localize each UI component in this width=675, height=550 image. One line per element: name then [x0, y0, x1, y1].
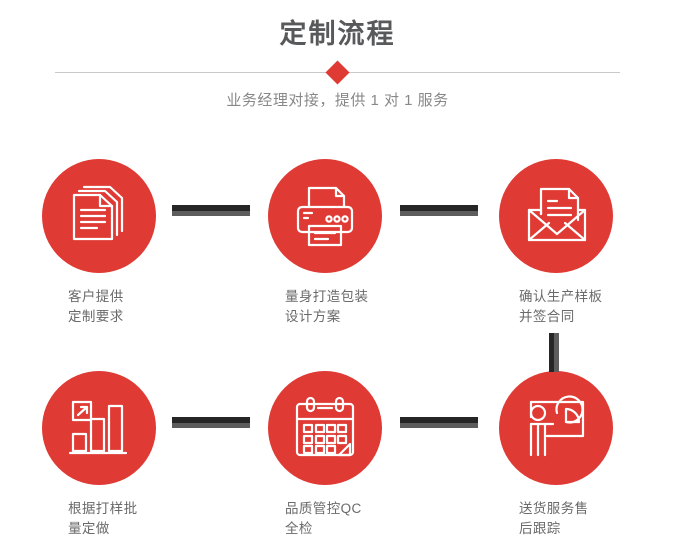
connector-step2-step3 — [400, 205, 478, 216]
step-2-icon-circle — [268, 159, 382, 273]
connector-bar-light — [554, 333, 559, 372]
step-1-label: 客户提供 定制要求 — [68, 289, 124, 324]
process-step-2[interactable]: 量身打造包装 设计方案 — [245, 159, 405, 327]
step-3-icon-circle — [499, 159, 613, 273]
connector-bar-dark — [549, 333, 554, 372]
connector-bar-light — [400, 211, 478, 216]
step-3-label: 确认生产样板 并签合同 — [519, 289, 603, 324]
page-subtitle: 业务经理对接，提供 1 对 1 服务 — [226, 92, 449, 109]
connector-step4-step5 — [172, 417, 250, 428]
connector-bar-light — [400, 423, 478, 428]
connector-step1-step2 — [172, 205, 250, 216]
step-6-icon-circle — [499, 371, 613, 485]
process-step-4[interactable]: 根据打样批 量定做 — [19, 371, 179, 539]
process-step-1[interactable]: 客户提供 定制要求 — [19, 159, 179, 327]
process-step-5[interactable]: 品质管控QC 全检 — [245, 371, 405, 539]
connector-bar-dark — [400, 417, 478, 423]
page-title: 定制流程 — [279, 19, 396, 49]
step-5-label: 品质管控QC 全检 — [285, 501, 362, 536]
connector-bar-light — [172, 211, 250, 216]
connector-bar-dark — [172, 417, 250, 423]
connector-bar-light — [172, 423, 250, 428]
step-6-label: 送货服务售 后跟踪 — [519, 501, 589, 536]
connector-step3-step6 — [549, 333, 559, 372]
process-step-6[interactable]: 送货服务售 后跟踪 — [476, 371, 636, 539]
step-4-icon-circle — [42, 371, 156, 485]
header-divider — [55, 60, 620, 85]
connector-bar-dark — [172, 205, 250, 211]
process-step-3[interactable]: 确认生产样板 并签合同 — [476, 159, 636, 327]
step-4-label: 根据打样批 量定做 — [68, 501, 138, 536]
calendar-check-icon-circle — [268, 371, 382, 485]
step-2-label: 量身打造包装 设计方案 — [285, 289, 369, 324]
connector-bar-dark — [400, 205, 478, 211]
connector-step5-step6 — [400, 417, 478, 428]
step-1-icon-circle — [42, 159, 156, 273]
